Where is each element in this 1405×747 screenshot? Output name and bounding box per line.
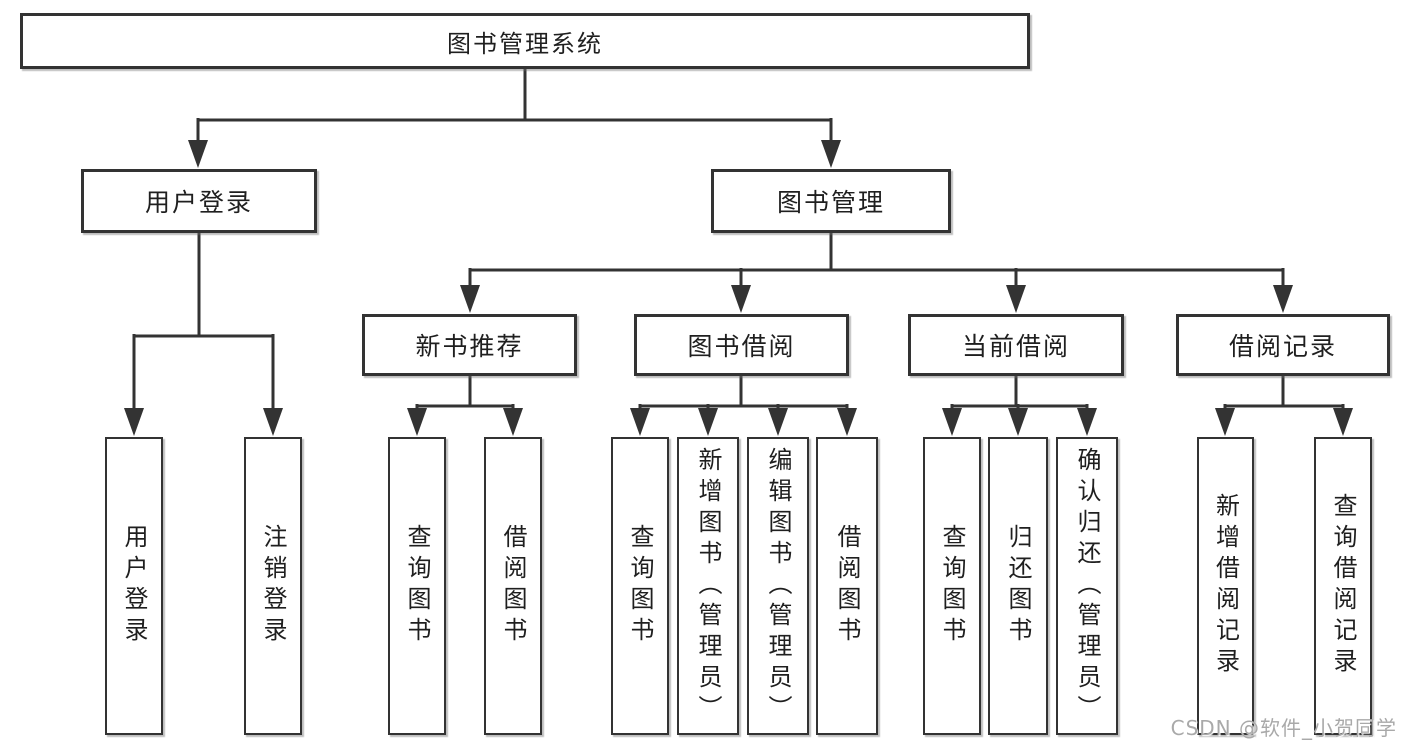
node-label: 借阅图书	[833, 524, 861, 648]
node-label: 查询图书	[403, 524, 431, 648]
arrowhead-down-icon	[188, 140, 208, 168]
node-current-borrowing: 当前借阅	[908, 314, 1124, 376]
node-label: 用户登录	[120, 524, 148, 648]
node-label: 编辑图书（管理员）	[764, 446, 792, 726]
node-label: 用户登录	[144, 188, 253, 217]
connector-borrowing-split	[638, 376, 849, 411]
leaf-confirm-return-admin: 确认归还（管理员）	[1056, 437, 1118, 735]
connector-user-login-split	[132, 233, 275, 410]
node-book-borrowing: 图书借阅	[634, 314, 849, 376]
node-label: 图书管理系统	[447, 29, 603, 58]
arrowhead-down-icon	[1215, 408, 1235, 436]
node-label: 图书借阅	[687, 332, 796, 361]
leaf-edit-book-admin: 编辑图书（管理员）	[747, 437, 809, 735]
node-label: 图书管理	[776, 188, 885, 217]
arrowhead-down-icon	[731, 285, 751, 313]
arrowhead-down-icon	[837, 408, 857, 436]
arrowhead-down-icon	[768, 408, 788, 436]
node-label: 新书推荐	[415, 332, 524, 361]
arrowhead-down-icon	[124, 408, 144, 436]
node-user-login: 用户登录	[81, 169, 317, 233]
connector-current-split	[950, 376, 1089, 411]
connector-new-book-split	[415, 376, 515, 411]
arrowhead-down-icon	[698, 408, 718, 436]
leaf-query-books-current: 查询图书	[923, 437, 981, 735]
arrowhead-down-icon	[821, 140, 841, 168]
arrowhead-down-icon	[630, 408, 650, 436]
node-label: 查询图书	[938, 524, 966, 648]
arrowhead-down-icon	[1077, 408, 1097, 436]
leaf-query-books-recommend: 查询图书	[388, 437, 446, 735]
node-label: 查询图书	[626, 524, 654, 648]
leaf-borrow-books-recommend: 借阅图书	[484, 437, 542, 735]
leaf-return-books: 归还图书	[988, 437, 1048, 735]
node-new-book-recommendation: 新书推荐	[362, 314, 577, 376]
node-label: 归还图书	[1004, 524, 1032, 648]
connector-book-mgmt-split	[468, 233, 1285, 287]
node-label: 查询借阅记录	[1329, 493, 1357, 679]
arrowhead-down-icon	[407, 408, 427, 436]
arrowhead-down-icon	[1333, 408, 1353, 436]
leaf-logout: 注销登录	[244, 437, 302, 735]
connector-root-split	[196, 69, 833, 142]
node-label: 新增图书（管理员）	[694, 446, 722, 726]
leaf-query-borrow-record: 查询借阅记录	[1314, 437, 1372, 735]
watermark-csdn: CSDN @软件_小贺同学	[1170, 716, 1397, 740]
node-label: 注销登录	[259, 524, 287, 648]
arrowhead-down-icon	[1006, 285, 1026, 313]
arrowhead-down-icon	[263, 408, 283, 436]
leaf-borrow-books-borrowing: 借阅图书	[816, 437, 878, 735]
leaf-query-books-borrowing: 查询图书	[611, 437, 669, 735]
node-borrowing-records: 借阅记录	[1176, 314, 1390, 376]
node-label: 借阅记录	[1228, 332, 1337, 361]
arrowhead-down-icon	[1273, 285, 1293, 313]
connector-records-split	[1223, 376, 1345, 411]
node-library-management-system: 图书管理系统	[20, 13, 1030, 69]
leaf-user-login: 用户登录	[105, 437, 163, 735]
arrowhead-down-icon	[503, 408, 523, 436]
node-label: 新增借阅记录	[1211, 493, 1240, 679]
node-book-management: 图书管理	[711, 169, 951, 233]
node-label: 借阅图书	[499, 524, 527, 648]
arrowhead-down-icon	[942, 408, 962, 436]
leaf-add-borrow-record: 新增借阅记录	[1197, 437, 1254, 735]
arrowhead-down-icon	[460, 285, 480, 313]
leaf-add-book-admin: 新增图书（管理员）	[677, 437, 739, 735]
node-label: 当前借阅	[961, 332, 1070, 361]
arrowhead-down-icon	[1008, 408, 1028, 436]
node-label: 确认归还（管理员）	[1073, 446, 1101, 726]
